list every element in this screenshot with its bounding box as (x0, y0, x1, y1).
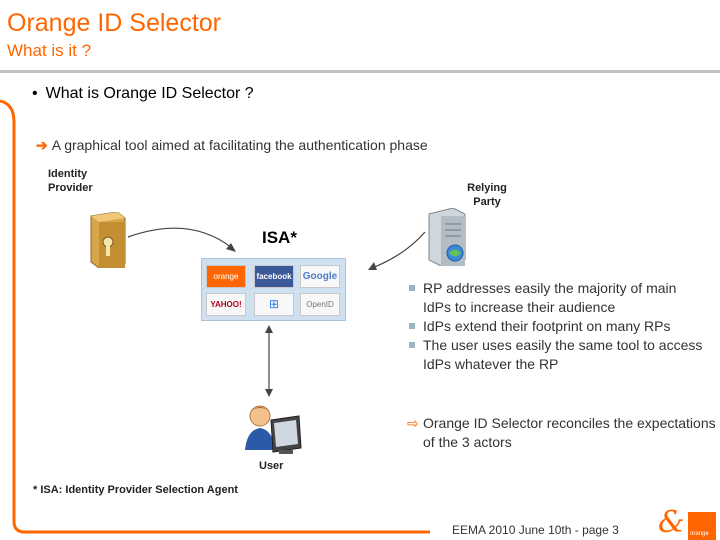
identity-provider-label: Identity Provider (48, 168, 93, 194)
left-bracket (0, 99, 430, 534)
orange-logo: orange (688, 512, 716, 540)
list-item: The user uses easily the same tool to ac… (407, 336, 707, 374)
description-line: ➔A graphical tool aimed at facilitating … (36, 137, 428, 154)
hollow-arrow-icon: ⇨ (407, 415, 419, 431)
tile-openid[interactable]: OpenID (300, 293, 340, 316)
list-item-text: IdPs extend their footprint on many RPs (423, 318, 671, 334)
tile-facebook[interactable]: facebook (254, 265, 294, 288)
header-divider (0, 70, 720, 73)
page-title: Orange ID Selector (7, 9, 221, 37)
list-item-text: The user uses easily the same tool to ac… (423, 337, 703, 372)
tile-yahoo[interactable]: YAHOO! (206, 293, 246, 316)
footnote: * ISA: Identity Provider Selection Agent (33, 484, 238, 496)
user-label: User (259, 460, 284, 472)
user-computer-icon (245, 405, 302, 454)
square-bullet-icon (409, 342, 415, 348)
conclusion-text: Orange ID Selector reconciles the expect… (423, 415, 716, 450)
main-bullet: • What is Orange ID Selector ? (32, 85, 254, 103)
orange-logo-word: orange (690, 531, 709, 537)
square-bullet-icon (409, 285, 415, 291)
rp-to-isa-arrow (371, 231, 426, 269)
bullet-text: What is Orange ID Selector ? (45, 85, 254, 102)
rp-points-list: RP addresses easily the majority of main… (407, 279, 707, 374)
list-item: IdPs extend their footprint on many RPs (407, 317, 707, 336)
isa-selector-panel: orange facebook Google YAHOO! ⊞ OpenID (201, 258, 346, 321)
square-bullet-icon (409, 323, 415, 329)
relying-party-server-icon (428, 208, 466, 266)
list-item-text: RP addresses easily the majority of main… (423, 280, 677, 315)
description-text: A graphical tool aimed at facilitating t… (51, 137, 428, 153)
relying-party-label: Relying Party (467, 182, 507, 208)
list-item: RP addresses easily the majority of main… (407, 279, 707, 317)
footer-page-info: EEMA 2010 June 10th - page 3 (452, 523, 619, 537)
tile-google[interactable]: Google (300, 265, 340, 288)
conclusion: ⇨Orange ID Selector reconciles the expec… (407, 414, 720, 452)
bullet-marker: • (32, 85, 38, 102)
tile-windows-live[interactable]: ⊞ (254, 293, 294, 316)
tile-orange[interactable]: orange (206, 265, 246, 288)
page-subtitle: What is it ? (7, 41, 92, 60)
identity-provider-server-icon (90, 212, 126, 268)
arrow-right-icon: ➔ (36, 137, 48, 153)
idp-to-isa-arrow (127, 227, 233, 249)
orange-ampersand-logo: & (658, 505, 685, 540)
isa-label: ISA* (262, 228, 297, 247)
